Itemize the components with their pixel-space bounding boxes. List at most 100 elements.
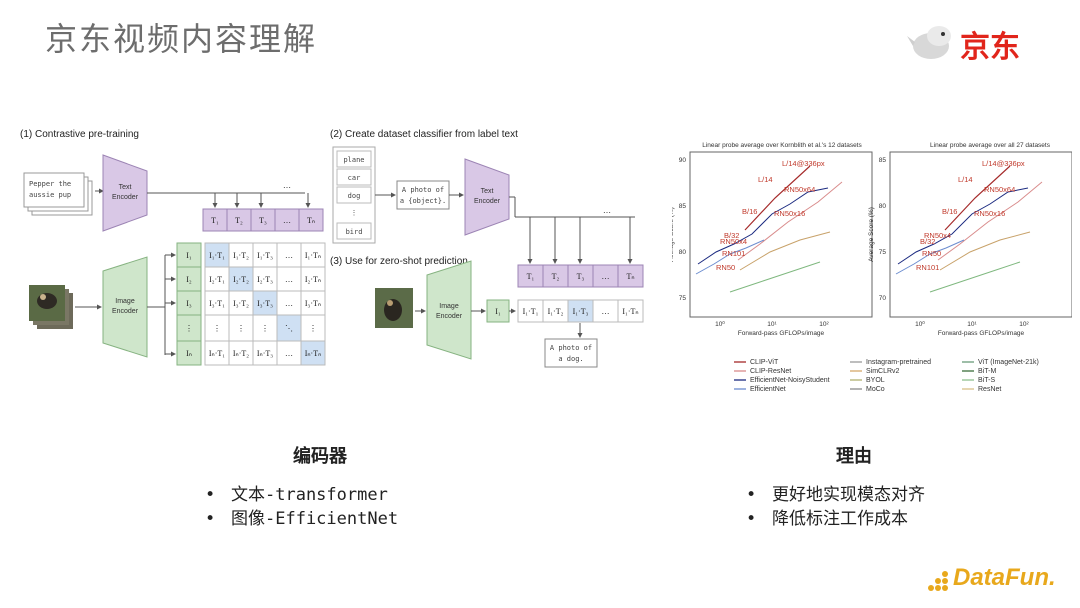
legend-label: CLIP-ResNet (750, 368, 791, 375)
matrix-cell-text: … (285, 251, 293, 260)
y-tick: 80 (679, 249, 687, 256)
zs-t-token: T₁ (527, 272, 535, 281)
y-tick: 70 (879, 295, 887, 302)
datafun-logo: DataFun. (925, 560, 1075, 600)
legend-label: EfficientNet-NoisyStudent (750, 377, 830, 384)
prompt-line1: A photo of (402, 186, 444, 194)
y-axis-label: Average Score (%) (672, 207, 675, 262)
text-encoder-2-line2: Encoder (474, 198, 501, 205)
y-tick: 80 (879, 203, 887, 210)
zs-t-token: T₃ (577, 272, 585, 281)
y-tick: 85 (879, 157, 887, 164)
matrix-cell (204, 340, 230, 366)
matrix-cell (228, 340, 254, 366)
legend-label: MoCo (866, 386, 885, 393)
matrix-cell-text: … (285, 299, 293, 308)
x-tick: 10² (819, 321, 829, 328)
bit-line (929, 261, 1021, 293)
x-tick: 10⁰ (715, 320, 725, 328)
effnet-ns-line (897, 187, 1029, 265)
image-encoder-1: Image Encoder (102, 256, 148, 358)
legend-label: BiT-M (978, 368, 996, 375)
matrix-cell-text: I₃·Tₙ (305, 299, 321, 308)
encoder-bullet-2: •图像-EfficientNet (205, 509, 399, 529)
matrix-cell-text: ⋮ (213, 324, 221, 333)
x-tick: 10¹ (767, 321, 777, 328)
effnet-line (695, 239, 765, 275)
matrix-cell-text: ⋮ (261, 324, 269, 333)
x-tick: 10¹ (967, 321, 977, 328)
plot-frame (889, 151, 1072, 318)
model-label: L/14@336px (982, 159, 1025, 168)
encoder-header: 编码器 (293, 446, 347, 467)
matrix-cell (300, 340, 326, 366)
matrix-cell-text: I₁·T₃ (257, 251, 273, 260)
image-encoder-2: Image Encoder (426, 260, 472, 360)
model-label: L/14 (758, 175, 773, 184)
clip-resnet-line (737, 181, 843, 261)
zero-shot-result: A photo of a dog. (544, 338, 598, 368)
model-label: RN50x16 (974, 209, 1005, 218)
zero-shot-t-tokens: T₁ T₂ T₃ … Tₙ (517, 264, 644, 288)
zs-row-text: I₁·Tₙ (622, 307, 638, 316)
matrix-cell-text: ⋮ (237, 324, 245, 333)
encoder-bullet-1: •文本-transformer (205, 485, 388, 505)
bit-line (729, 261, 821, 293)
model-label: B/32 (724, 231, 739, 240)
i-token-2: I₂ (186, 275, 192, 284)
model-label: RN50 (922, 249, 941, 258)
effnet-line (895, 239, 965, 275)
reason-header: 理由 (836, 446, 872, 467)
label-car: car (348, 174, 361, 182)
matrix-cell-text: I₂·T₃ (257, 275, 273, 284)
right-chart-title: Linear probe average over all 27 dataset… (930, 142, 1051, 149)
input-image-stack (29, 285, 73, 329)
simclr-line (739, 231, 831, 271)
model-label: RN101 (916, 263, 939, 272)
jd-logo: 京东 (905, 16, 1035, 65)
x-tick: 10² (1019, 321, 1029, 328)
y-tick: 85 (679, 203, 687, 210)
matrix-cell (300, 290, 326, 316)
y-tick: 75 (879, 249, 887, 256)
image-encoder-1-line1: Image (115, 298, 135, 305)
zs-t-token: … (602, 272, 610, 281)
i-token-n: Iₙ (186, 349, 192, 358)
text-encoder-1: Text Encoder (102, 154, 148, 232)
matrix-cell (228, 242, 254, 268)
model-label: B/16 (742, 207, 757, 216)
zs-t-token: T₂ (552, 272, 560, 281)
clip-resnet-line (937, 181, 1043, 261)
matrix-cell-text: I₂·T₁ (209, 275, 225, 284)
matrix-cell-text: Iₙ·T₃ (257, 349, 273, 358)
matrix-cell-text: I₃·T₂ (233, 299, 249, 308)
matrix-cell (228, 266, 254, 292)
prompt-line2: a {object}. (400, 197, 446, 205)
legend-label: BiT-S (978, 377, 995, 384)
clip-vit-line (744, 165, 811, 231)
prompt-template: A photo of a {object}. (396, 180, 450, 210)
matrix-cell (204, 266, 230, 292)
model-label: L/14@336px (782, 159, 825, 168)
y-axis-label: Average Score (%) (868, 207, 875, 262)
clip-vit-line (944, 165, 1011, 231)
t-token-1: T₁ (211, 216, 219, 225)
zs-t-token: Tₙ (626, 272, 634, 281)
x-axis-label: Forward-pass GFLOPs/image (738, 330, 825, 337)
legend-label: CLIP-ViT (750, 359, 779, 366)
matrix-cell (300, 242, 326, 268)
plot-frame (689, 151, 873, 318)
matrix-cell (228, 290, 254, 316)
matrix-cell-text: I₂·Tₙ (305, 275, 321, 284)
matrix-cell-text: … (285, 349, 293, 358)
jd-logo-text: 京东 (960, 30, 1020, 65)
legend-label: BYOL (866, 377, 885, 384)
matrix-cell (276, 242, 302, 268)
model-label: RN50x4 (924, 231, 951, 240)
label-bird: bird (346, 228, 363, 236)
t-token-2: T₂ (235, 216, 243, 225)
